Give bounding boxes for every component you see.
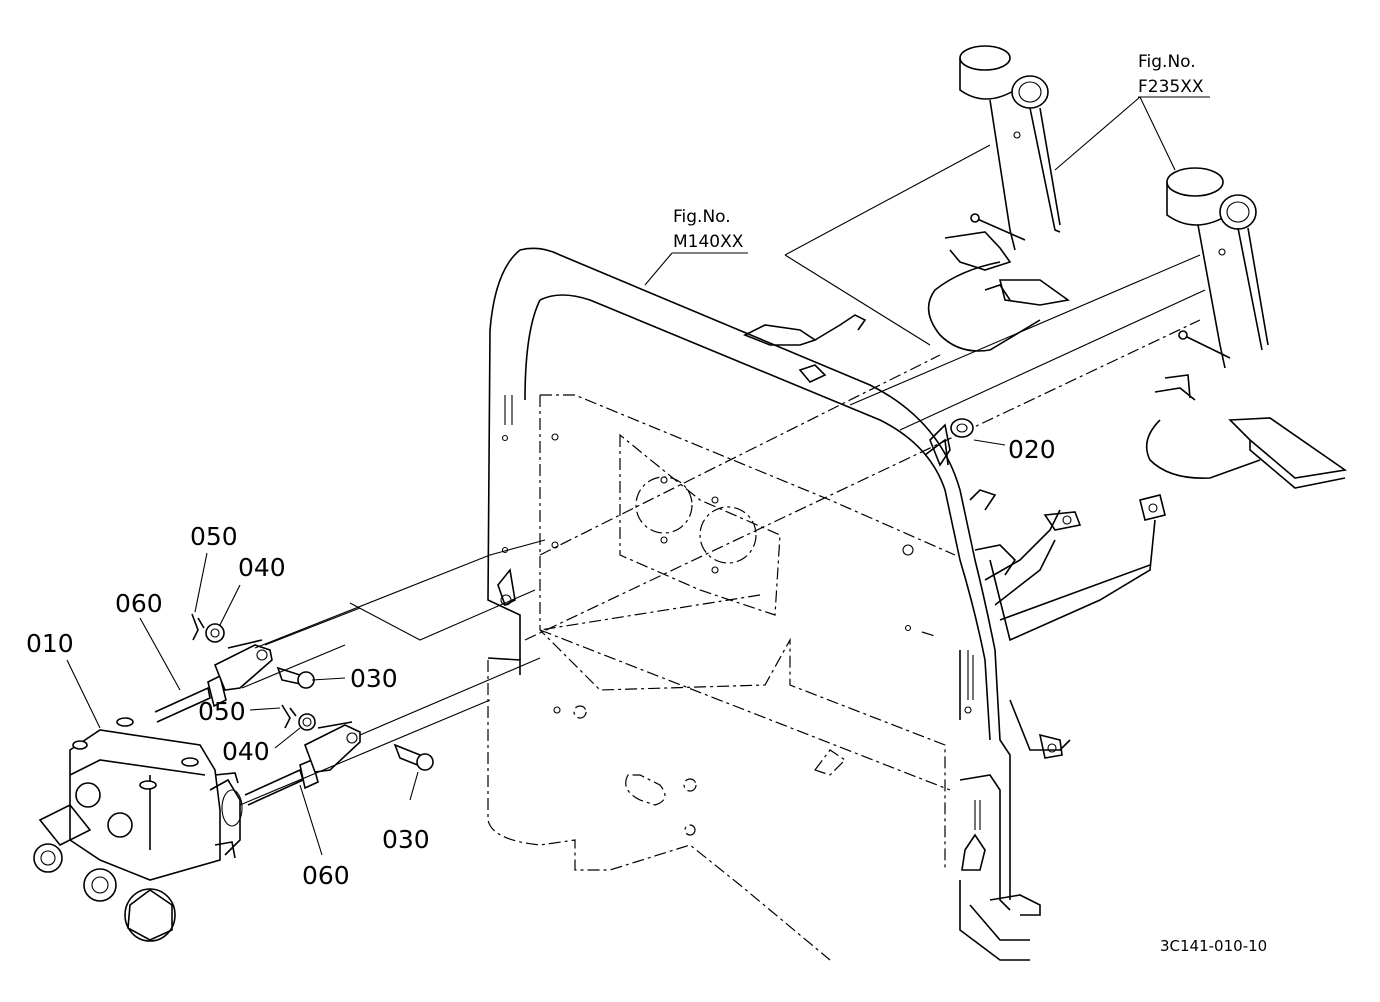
leader-lines [66,96,1210,856]
callout-060-upper: 060 [115,589,163,618]
callout-030-lower: 030 [382,825,430,854]
brake-pedal-assembly [927,45,1348,489]
callout-050-lower: 050 [198,697,246,726]
fig-ref-pedals-line1: Fig.No. [1138,52,1196,72]
fig-ref-panel-line1: Fig.No. [673,207,731,227]
callout-040-upper: 040 [238,553,286,582]
brake-valve-assembly [33,717,243,942]
nut-020 [950,418,974,438]
fig-ref-panel-line2: M140XX [673,232,744,252]
figure-ref-panel: Fig.No. M140XX [673,207,744,252]
drawing-code: 3C141-010-10 [1160,937,1267,955]
control-rods [154,144,1206,806]
hidden-panel-outline [487,394,956,961]
callout-030-upper: 030 [350,664,398,693]
callout-010: 010 [26,629,74,658]
dash-panel-drawing [487,247,1166,961]
figure-ref-pedals: Fig.No. F235XX [1138,52,1204,97]
callout-060-lower: 060 [302,861,350,890]
callout-050-upper: 050 [190,522,238,551]
callout-040-lower: 040 [222,737,270,766]
callout-020: 020 [1008,435,1056,464]
fig-ref-pedals-line2: F235XX [1138,77,1204,97]
